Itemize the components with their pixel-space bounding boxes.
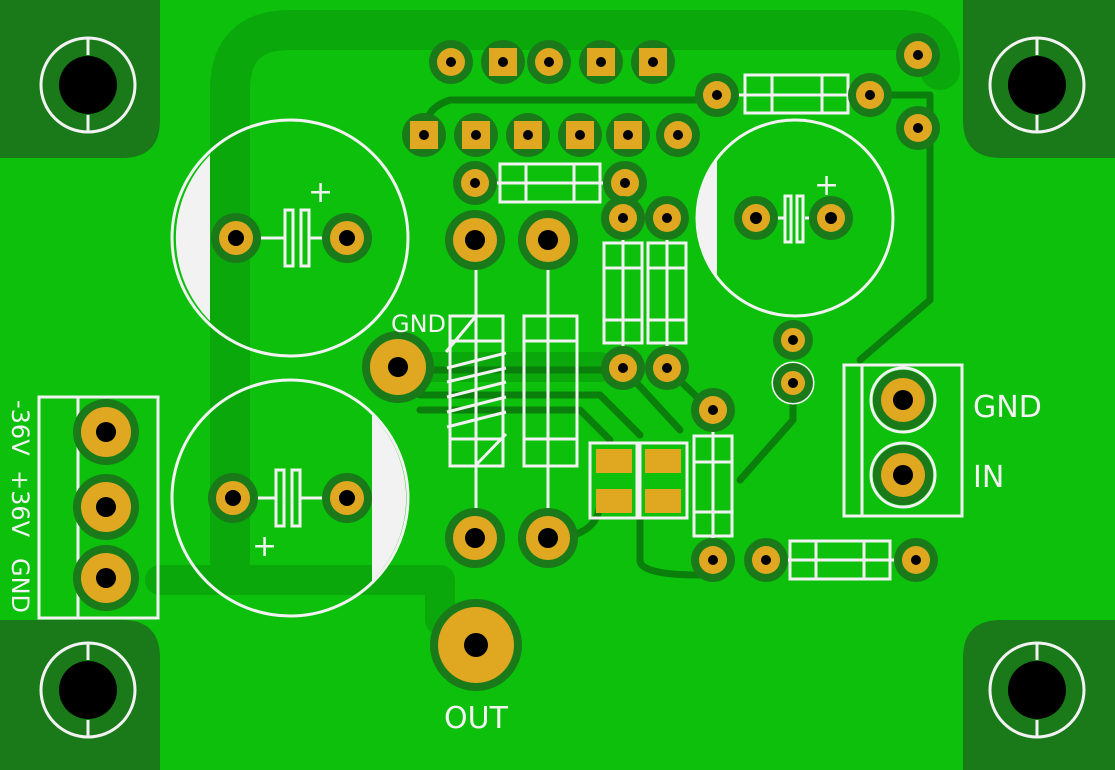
capacitor-c2: + <box>170 378 410 618</box>
input-terminal-block <box>842 363 964 518</box>
solder-pad <box>73 545 139 611</box>
mounting-hole <box>39 641 137 739</box>
solder-pad <box>734 196 778 240</box>
input-in-label: IN <box>973 460 1004 495</box>
solder-pad <box>809 196 853 240</box>
solder-pad <box>402 113 446 157</box>
power-labels: -36V +36V GND <box>6 400 34 613</box>
solder-pad <box>208 473 258 523</box>
solder-pad <box>656 113 700 157</box>
minus-36v-label: -36V <box>6 400 34 456</box>
solder-pad <box>362 331 434 403</box>
solder-pad <box>603 161 647 205</box>
smd-footprint <box>638 441 689 520</box>
solder-pad <box>430 599 522 691</box>
solder-pad <box>645 196 689 240</box>
solder-pad <box>606 113 650 157</box>
mounting-holes <box>39 36 1086 739</box>
solder-pad <box>73 474 139 540</box>
resistor-r4 <box>646 218 688 368</box>
plus-36v-label: +36V <box>6 470 34 538</box>
solder-pad <box>873 445 933 505</box>
solder-pad <box>322 473 372 523</box>
resistor-r7 <box>522 240 579 538</box>
solder-pad <box>73 399 139 465</box>
out-label: OUT <box>444 701 509 736</box>
solder-pad <box>896 106 940 150</box>
solder-pad <box>506 113 550 157</box>
mounting-hole <box>988 641 1086 739</box>
solder-pad <box>691 538 735 582</box>
solder-pad <box>744 538 788 582</box>
polarity-label: + <box>308 175 333 210</box>
solder-pad <box>518 508 578 568</box>
solder-pad <box>695 73 739 117</box>
solder-pad <box>631 40 675 84</box>
solder-pad <box>527 40 571 84</box>
resistor-r2 <box>475 162 625 204</box>
smd-footprint <box>588 441 639 520</box>
solder-pad <box>601 346 645 390</box>
trace <box>145 565 455 635</box>
solder-pad <box>453 161 497 205</box>
solder-pad <box>873 370 933 430</box>
resistor-r3 <box>602 218 644 368</box>
gnd-label: GND <box>391 310 446 338</box>
solder-pad <box>645 346 689 390</box>
resistor-r5 <box>692 410 734 560</box>
mounting-hole <box>39 36 137 134</box>
resistor-r6 <box>766 539 916 581</box>
solder-pad <box>601 196 645 240</box>
input-gnd-label: GND <box>973 390 1042 425</box>
solder-pad <box>894 538 938 582</box>
resistor-r1 <box>717 73 870 115</box>
solder-pad <box>579 40 623 84</box>
capacitor-c3: + <box>695 118 895 318</box>
power-gnd-label: GND <box>6 558 34 613</box>
solder-pad <box>773 363 813 403</box>
solder-pad <box>558 113 602 157</box>
solder-pad <box>322 213 372 263</box>
solder-pad <box>691 388 735 432</box>
inductor-l1 <box>444 240 508 538</box>
solder-pad <box>848 73 892 117</box>
solder-pad <box>518 210 578 270</box>
solder-pad <box>454 113 498 157</box>
solder-pad <box>896 33 940 77</box>
pads <box>73 33 940 691</box>
solder-pad <box>445 210 505 270</box>
capacitor-c1: + <box>170 118 410 358</box>
solder-pad <box>773 320 813 360</box>
polarity-label: + <box>252 529 277 564</box>
solder-pad <box>429 40 473 84</box>
solder-pad <box>481 40 525 84</box>
mounting-hole <box>988 36 1086 134</box>
trace <box>416 366 644 444</box>
solder-pad <box>445 508 505 568</box>
solder-pad <box>211 213 261 263</box>
silkscreen: + + + <box>37 73 964 620</box>
